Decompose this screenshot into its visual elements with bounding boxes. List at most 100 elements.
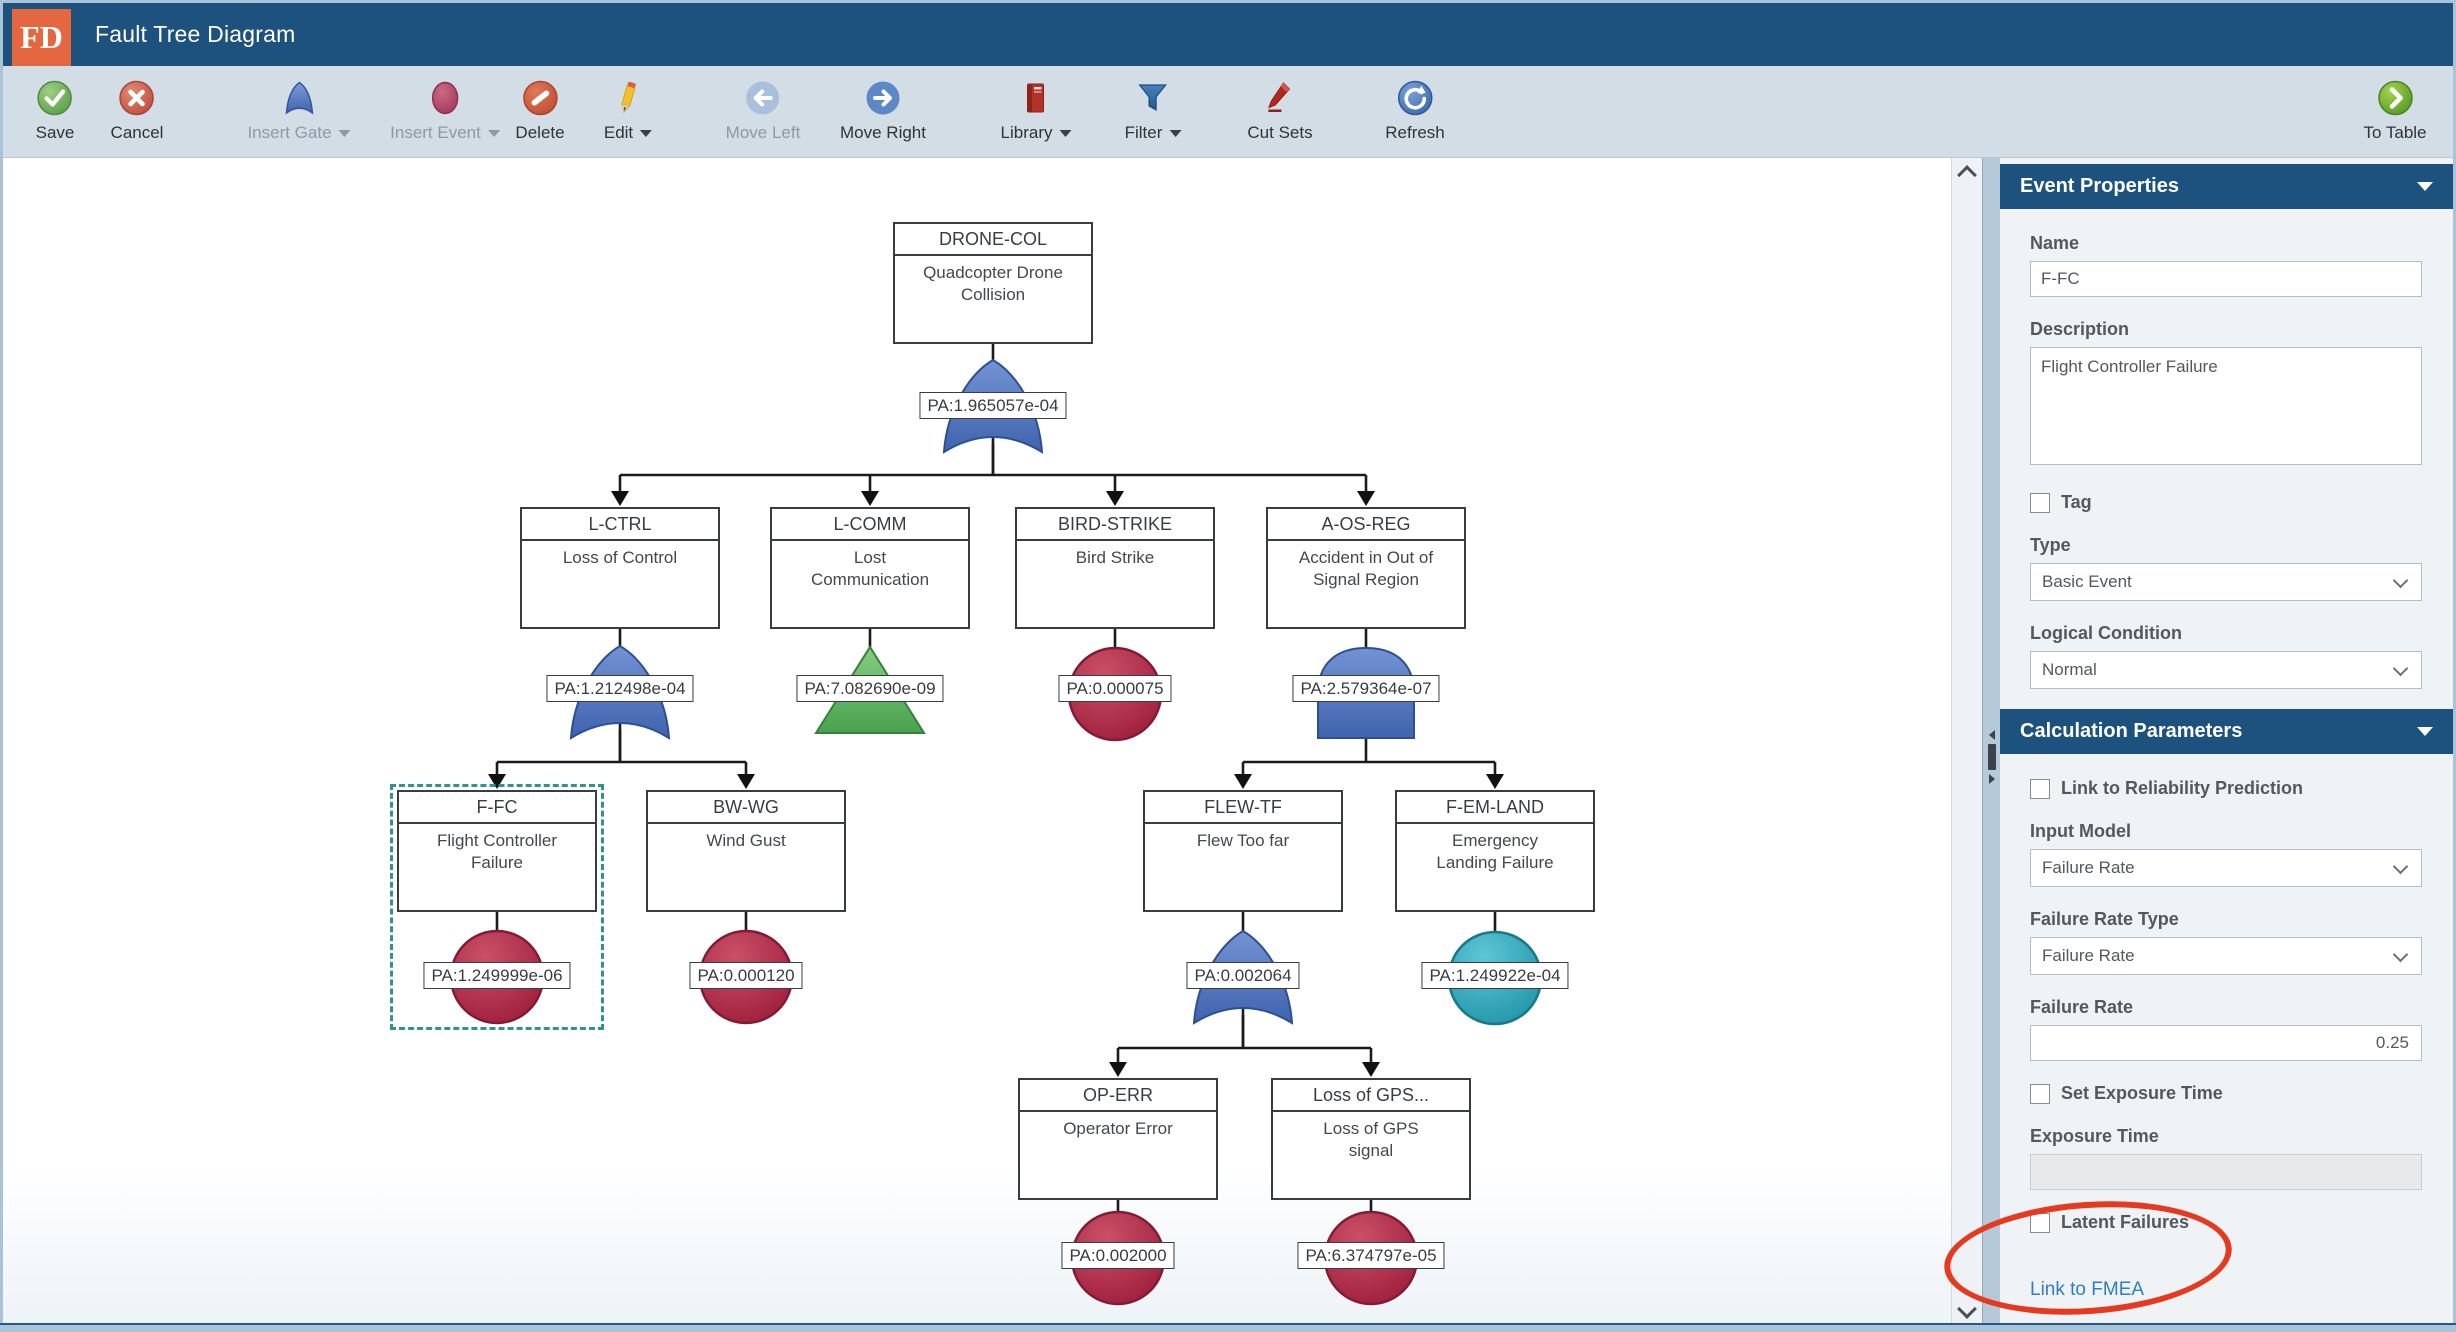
calculation-parameters-header[interactable]: Calculation Parameters [2000, 709, 2453, 754]
logical-condition-label: Logical Condition [2030, 623, 2182, 643]
panel-splitter[interactable] [1982, 158, 2000, 1326]
logical-condition-select[interactable]: Normal [2030, 651, 2422, 689]
selected-node-outline [390, 784, 604, 1030]
chevron-down-icon [2392, 572, 2409, 589]
pa-label: PA:0.002000 [1061, 1242, 1175, 1269]
toolbar: Save Cancel Insert Gate Insert Event [3, 66, 2453, 158]
splitter-handle-icon[interactable] [1987, 730, 1996, 784]
node-op-err[interactable]: OP-ERR Operator Error [1018, 1078, 1218, 1200]
set-exposure-label: Set Exposure Time [2061, 1083, 2223, 1103]
chevron-down-icon [2392, 660, 2409, 677]
save-button[interactable]: Save [36, 80, 74, 143]
library-button[interactable]: Library [1001, 80, 1072, 143]
chevron-down-icon [1169, 129, 1182, 137]
cut-sets-button[interactable]: Cut Sets [1247, 80, 1313, 143]
pa-label: PA:1.212498e-04 [546, 675, 694, 702]
chevron-down-icon [2392, 946, 2409, 963]
node-bw-wg[interactable]: BW-WG Wind Gust [646, 790, 846, 912]
link-to-fmea-link[interactable]: Link to FMEA [2030, 1279, 2145, 1300]
link-reliability-checkbox[interactable] [2030, 778, 2050, 799]
pa-label: PA:0.002064 [1186, 962, 1300, 989]
node-bird-strike[interactable]: BIRD-STRIKE Bird Strike [1015, 507, 1215, 629]
event-ellipse-icon [427, 80, 463, 116]
node-f-em-land[interactable]: F-EM-LAND Emergency Landing Failure [1395, 790, 1595, 912]
chevron-down-icon [338, 129, 351, 137]
edit-button[interactable]: Edit [604, 80, 653, 143]
name-input[interactable] [2030, 261, 2422, 297]
cancel-icon [119, 80, 155, 116]
app-logo: FD [12, 9, 71, 66]
collapse-caret-icon[interactable] [2417, 727, 2433, 736]
scroll-down-icon[interactable] [1957, 1299, 1977, 1319]
tag-label: Tag [2061, 492, 2092, 512]
failure-rate-type-select[interactable]: Failure Rate [2030, 937, 2422, 975]
pa-label: PA:1.249999e-06 [423, 962, 571, 989]
failure-rate-input[interactable] [2030, 1025, 2422, 1061]
node-flew-tf[interactable]: FLEW-TF Flew Too far [1143, 790, 1343, 912]
description-label: Description [2030, 319, 2130, 339]
fault-tree-connectors [449, 344, 1543, 1306]
refresh-button[interactable]: Refresh [1385, 80, 1445, 143]
properties-panel: Event Properties Name Description Flight… [2000, 158, 2453, 1326]
event-properties-header[interactable]: Event Properties [2000, 164, 2453, 209]
chevron-down-icon [2392, 858, 2409, 875]
tag-checkbox-row: Tag [2030, 492, 2422, 513]
page-title: Fault Tree Diagram [95, 21, 296, 47]
collapse-caret-icon[interactable] [2417, 182, 2433, 191]
set-exposure-row: Set Exposure Time [2030, 1083, 2422, 1104]
failure-rate-label: Failure Rate [2030, 997, 2134, 1017]
link-reliability-row: Link to Reliability Prediction [2030, 778, 2422, 799]
input-model-label: Input Model [2030, 821, 2131, 841]
pa-label: PA:1.249922e-04 [1421, 962, 1569, 989]
arrow-right-icon [865, 80, 901, 116]
diagram-canvas[interactable]: DRONE-COL Quadcopter Drone Collision L-C… [3, 158, 1951, 1326]
link-reliability-label: Link to Reliability Prediction [2061, 778, 2304, 798]
insert-event-button[interactable]: Insert Event [390, 80, 500, 143]
tag-checkbox[interactable] [2030, 492, 2050, 513]
node-l-comm[interactable]: L-COMM Lost Communication [770, 507, 970, 629]
pa-label: PA:7.082690e-09 [796, 675, 944, 702]
latent-failures-label: Latent Failures [2061, 1212, 2190, 1232]
funnel-icon [1135, 80, 1171, 116]
exposure-time-input [2030, 1154, 2422, 1190]
filter-button[interactable]: Filter [1125, 80, 1182, 143]
cancel-button[interactable]: Cancel [111, 80, 163, 143]
latent-failures-checkbox[interactable] [2030, 1212, 2050, 1233]
move-left-button[interactable]: Move Left [726, 80, 800, 143]
to-table-button[interactable]: To Table [2363, 80, 2427, 143]
canvas-scrollbar[interactable] [1951, 158, 1982, 1326]
input-model-select[interactable]: Failure Rate [2030, 849, 2422, 887]
marker-pen-icon [1262, 80, 1298, 116]
pa-label: PA:2.579364e-07 [1292, 675, 1440, 702]
insert-gate-button[interactable]: Insert Gate [247, 80, 351, 143]
exposure-time-label: Exposure Time [2030, 1126, 2159, 1146]
save-icon [37, 80, 73, 116]
arrow-left-icon [745, 80, 781, 116]
book-icon [1018, 80, 1054, 116]
chevron-down-icon [487, 129, 500, 137]
description-input[interactable]: Flight Controller Failure [2030, 347, 2422, 465]
latent-failures-row: Latent Failures [2030, 1212, 2422, 1233]
title-bar: FD Fault Tree Diagram [3, 3, 2453, 66]
or-gate-icon [281, 80, 317, 116]
node-f-fc[interactable]: F-FC Flight Controller Failure [397, 790, 597, 912]
scroll-up-icon[interactable] [1957, 165, 1977, 185]
node-drone-col[interactable]: DRONE-COL Quadcopter Drone Collision [893, 222, 1093, 344]
node-a-os-reg[interactable]: A-OS-REG Accident in Out of Signal Regio… [1266, 507, 1466, 629]
failure-rate-type-label: Failure Rate Type [2030, 909, 2179, 929]
name-label: Name [2030, 233, 2080, 253]
pencil-icon [610, 80, 646, 116]
node-l-ctrl[interactable]: L-CTRL Loss of Control [520, 507, 720, 629]
pa-label: PA:0.000075 [1058, 675, 1172, 702]
move-right-button[interactable]: Move Right [840, 80, 926, 143]
pa-label: PA:6.374797e-05 [1297, 1242, 1445, 1269]
delete-button[interactable]: Delete [515, 80, 565, 143]
refresh-icon [1397, 80, 1433, 116]
node-loss-of-gps[interactable]: Loss of GPS... Loss of GPS signal [1271, 1078, 1471, 1200]
type-select[interactable]: Basic Event [2030, 563, 2422, 601]
go-to-table-icon [2377, 80, 2413, 116]
pa-label: PA:0.000120 [689, 962, 803, 989]
delete-icon [522, 80, 558, 116]
set-exposure-checkbox[interactable] [2030, 1083, 2050, 1104]
